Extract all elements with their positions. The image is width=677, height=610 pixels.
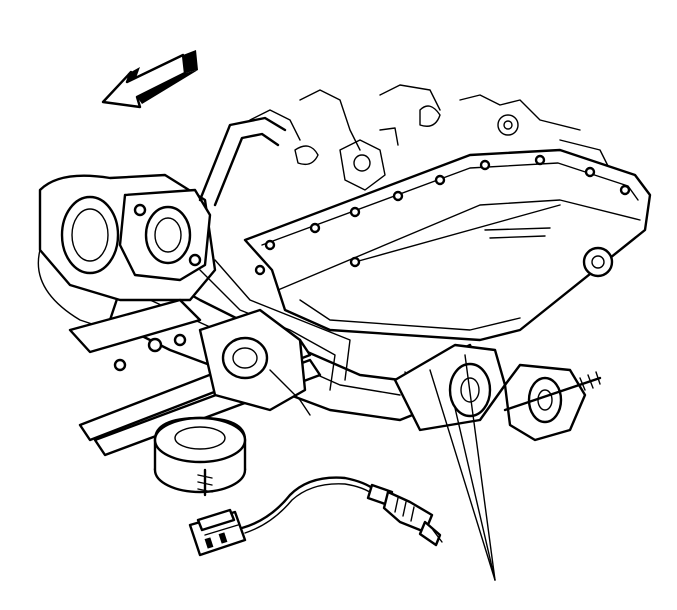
transmission-mount (153, 416, 247, 497)
oil-pan (243, 148, 652, 342)
pan-bolts (254, 154, 631, 276)
callout-leader (429, 354, 496, 581)
exhaust-manifold-left (37, 173, 217, 331)
oxygen-sensor (240, 476, 443, 547)
cooler-lines (198, 116, 351, 391)
exhaust-flange-right (393, 343, 602, 442)
direction-arrow-icon (101, 50, 198, 109)
engine-block-background (249, 84, 611, 191)
sensor-connector (188, 508, 247, 557)
mount-bracket (113, 308, 311, 416)
